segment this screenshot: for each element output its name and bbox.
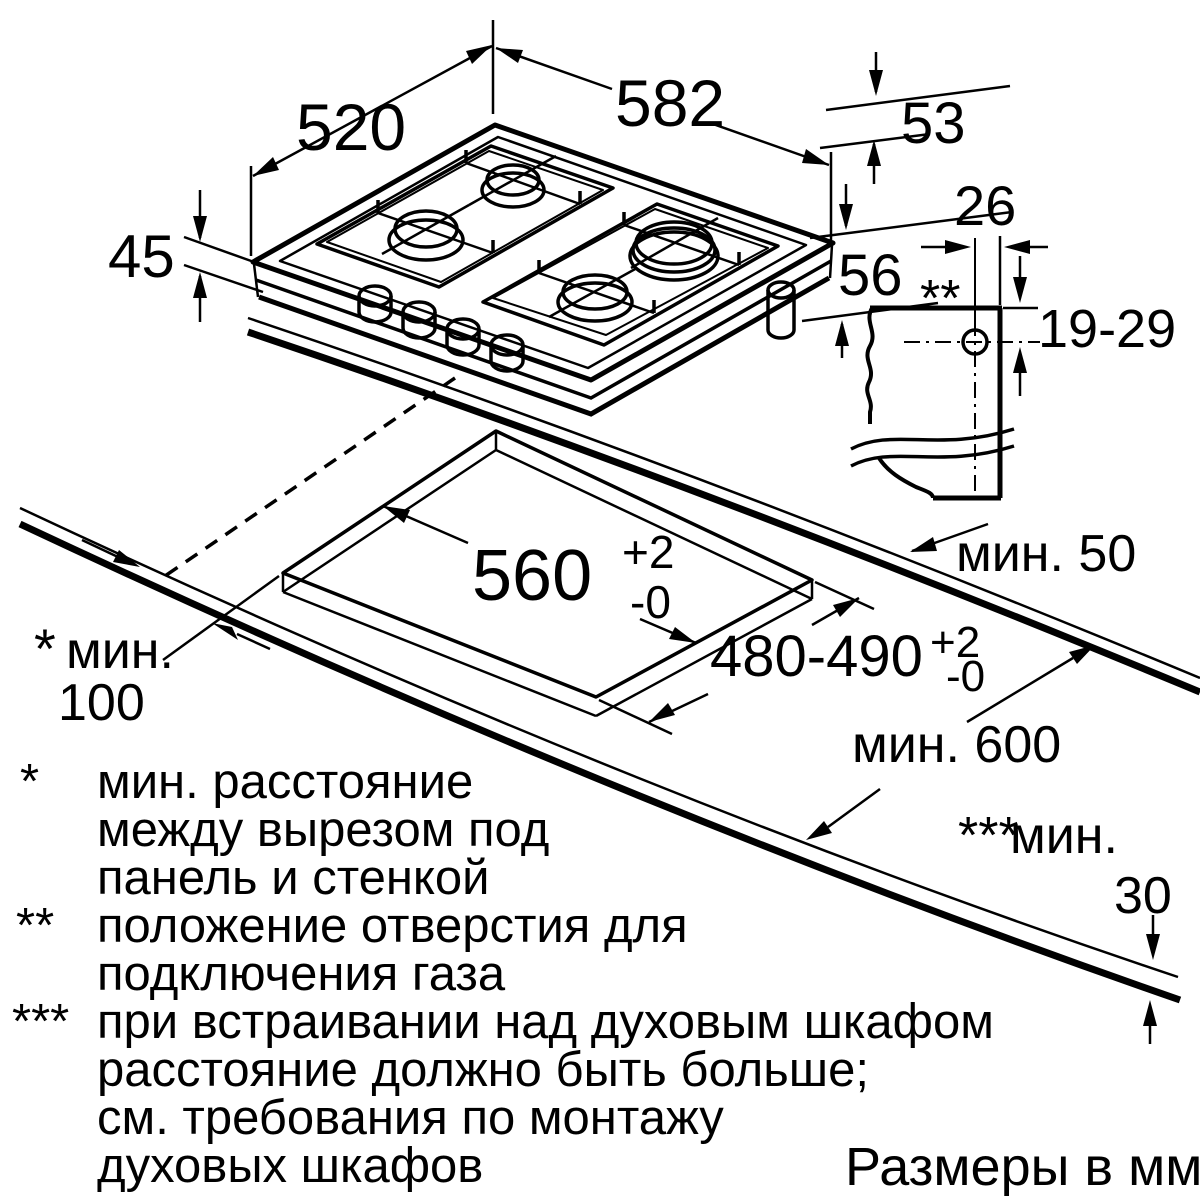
dimension-cutout-width xyxy=(382,504,697,645)
gas-pipe-icon xyxy=(766,280,796,340)
dimension-edge-53 xyxy=(819,52,1011,184)
gas-hole-icon xyxy=(961,328,989,356)
dimension-gas-offset-26 xyxy=(921,236,1048,305)
dimension-side-clearance xyxy=(81,538,271,651)
dimension-worktop-depth xyxy=(806,645,1095,840)
dimension-45-label: 45 xyxy=(108,223,175,290)
footnote-1-line-3: панель и стенкой xyxy=(97,851,490,905)
control-knob-icon xyxy=(401,300,437,340)
worktop-drawing xyxy=(18,316,1200,1004)
dimension-hob-width-582 xyxy=(495,46,833,244)
burner-icon xyxy=(628,220,720,282)
dimension-582-label: 582 xyxy=(615,66,725,140)
dimension-53-label: 53 xyxy=(901,91,966,156)
profile-detail-drawing xyxy=(850,236,1048,501)
footnote-3-marker: *** xyxy=(12,995,69,1049)
dimension-hob-height-45 xyxy=(183,190,264,322)
projection-dashed-line xyxy=(164,376,456,578)
clearance-below-word: мин. xyxy=(1010,807,1118,865)
cutout-depth-tol-plus: +2 xyxy=(930,618,980,667)
footnotes-block: * мин. расстояние между вырезом под пане… xyxy=(12,755,994,1193)
burner-icon xyxy=(480,163,546,209)
clearance-rear-label: мин. 50 xyxy=(956,525,1136,583)
control-knob-icon xyxy=(445,317,481,357)
units-label: Размеры в мм xyxy=(845,1137,1200,1197)
clearance-side-word: мин. xyxy=(66,622,174,680)
dimension-19-29-label: 19-29 xyxy=(1038,299,1176,359)
clearance-below-value: 30 xyxy=(1114,867,1172,925)
footnote-2-line-2: подключения газа xyxy=(97,947,506,1001)
clearance-front-label: мин. 600 xyxy=(852,716,1061,774)
footnote-2-line-1: положение отверстия для xyxy=(97,899,688,953)
cutout-outline xyxy=(162,429,875,736)
burner-icon xyxy=(387,209,465,262)
cutout-width-tol-plus: +2 xyxy=(622,526,674,578)
clearance-side-value: 100 xyxy=(58,674,145,732)
dimension-520-label: 520 xyxy=(296,90,406,164)
burners xyxy=(387,163,720,323)
cutout-depth-label: 480-490 xyxy=(710,624,923,689)
dimension-cutout-depth xyxy=(648,596,860,724)
burner-icon xyxy=(556,273,634,323)
footnote-1-marker: * xyxy=(20,755,39,809)
footnote-3-line-4: духовых шкафов xyxy=(97,1139,483,1193)
cutout-width-label: 560 xyxy=(472,536,592,616)
control-knob-icon xyxy=(489,333,525,373)
hob-drawing xyxy=(250,122,836,417)
dimension-gas-height-19-29 xyxy=(1003,256,1038,396)
footnote-1-line-1: мин. расстояние xyxy=(97,755,473,809)
dimension-56-label: 56 xyxy=(838,243,903,308)
footnote-2-marker: ** xyxy=(16,899,54,953)
clearance-below-marker: *** xyxy=(958,807,1019,865)
gas-hole-marker-label: ** xyxy=(920,270,960,328)
clearance-side-marker: * xyxy=(34,617,56,680)
cutout-width-tol-minus: -0 xyxy=(630,576,671,628)
cutout-depth-tol-minus: -0 xyxy=(946,652,985,701)
control-knob-icon xyxy=(357,284,393,324)
dimension-26-label: 26 xyxy=(954,174,1016,237)
footnote-3-line-1: при встраивании над духовым шкафом xyxy=(97,995,994,1049)
footnote-3-line-2: расстояние должно быть больше; xyxy=(97,1043,869,1097)
dimension-hob-depth-520 xyxy=(249,20,495,256)
footnote-3-line-3: см. требования по монтажу xyxy=(97,1091,724,1145)
control-knobs xyxy=(357,284,525,373)
footnote-1-line-2: между вырезом под xyxy=(97,803,549,857)
dimension-rear-clearance xyxy=(910,522,989,553)
dimension-below-clearance xyxy=(1143,915,1160,1044)
